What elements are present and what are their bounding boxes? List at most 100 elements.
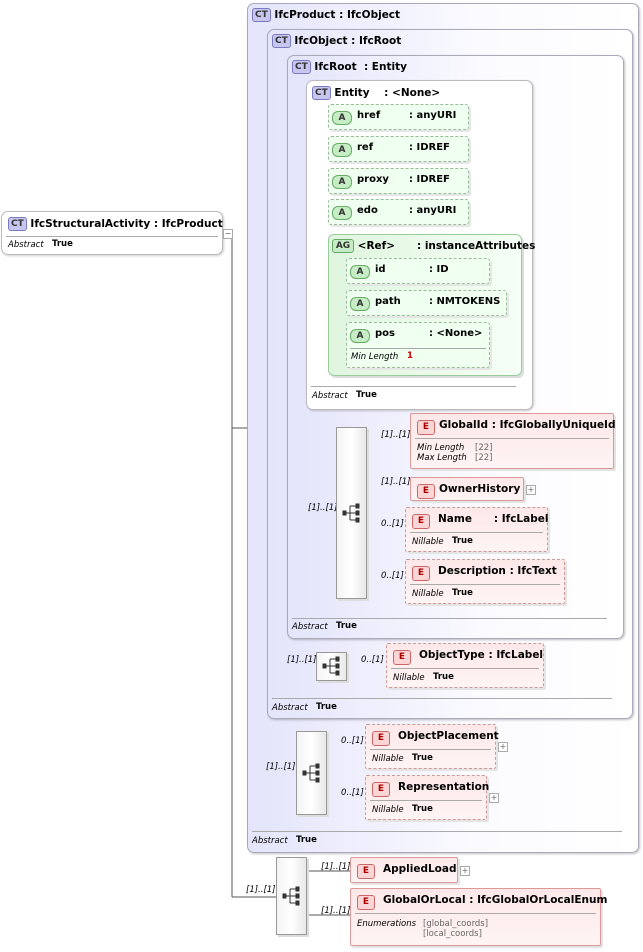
attribute-href[interactable]: A href : anyURI bbox=[328, 104, 469, 130]
nillable-value: True bbox=[433, 672, 454, 682]
attribute-type: : ID bbox=[429, 264, 449, 275]
element-icon: E bbox=[393, 650, 411, 665]
attribute-ref[interactable]: A ref : IDREF bbox=[328, 136, 469, 162]
element-description[interactable]: E Description : IfcText Nillable True bbox=[405, 559, 565, 604]
group-type: : instanceAttributes bbox=[416, 240, 536, 252]
attribute-icon: A bbox=[350, 297, 370, 311]
element-objectplacement[interactable]: E ObjectPlacement Nillable True bbox=[365, 724, 499, 769]
attribute-proxy[interactable]: A proxy : IDREF bbox=[328, 168, 469, 194]
min-length-label: Min Length bbox=[417, 443, 465, 453]
activity-sequence-compositor[interactable] bbox=[276, 857, 307, 935]
enumerations-label: Enumerations bbox=[357, 919, 417, 929]
element-appliedload[interactable]: E AppliedLoad bbox=[350, 857, 458, 883]
attribute-name: edo bbox=[357, 205, 378, 216]
class-type: : IfcProduct bbox=[153, 218, 223, 230]
expand-icon[interactable]: + bbox=[526, 485, 536, 495]
abstract-value: True bbox=[316, 702, 337, 712]
nillable-label: Nillable bbox=[372, 754, 404, 764]
root-sequence-compositor[interactable] bbox=[336, 427, 367, 599]
nillable-label: Nillable bbox=[412, 537, 444, 547]
type-base: : IfcObject bbox=[339, 9, 401, 21]
attribute-type: : IDREF bbox=[409, 142, 450, 153]
element-objecttype[interactable]: E ObjectType : IfcLabel Nillable True bbox=[386, 643, 544, 688]
element-name-text: Representation bbox=[398, 781, 490, 793]
element-cardinality: 0..[1] bbox=[381, 519, 404, 529]
sequence-cardinality: [1]..[1] bbox=[308, 503, 338, 513]
element-cardinality: [1]..[1] bbox=[381, 477, 411, 487]
collapse-toggle-icon[interactable]: − bbox=[223, 229, 233, 239]
element-representation[interactable]: E Representation Nillable True bbox=[365, 775, 490, 820]
attribute-name: ref bbox=[357, 142, 374, 153]
attribute-type: : <None> bbox=[429, 328, 483, 339]
element-icon: E bbox=[357, 864, 375, 879]
max-length-label: Max Length bbox=[417, 453, 467, 463]
complex-type-icon: CT bbox=[8, 217, 27, 231]
expand-icon[interactable]: + bbox=[489, 793, 499, 803]
sequence-icon bbox=[302, 763, 320, 783]
element-icon: E bbox=[372, 731, 390, 746]
element-ownerhistory[interactable]: E OwnerHistory bbox=[410, 477, 524, 501]
abstract-label: Abstract bbox=[8, 240, 44, 250]
abstract-label: Abstract bbox=[272, 703, 308, 713]
attribute-type: : NMTOKENS bbox=[429, 296, 501, 307]
element-type: : IfcText bbox=[509, 565, 557, 577]
element-icon: E bbox=[417, 420, 435, 435]
class-name: IfcStructuralActivity bbox=[30, 218, 151, 230]
group-name: <Ref> bbox=[357, 240, 396, 252]
type-name: IfcObject bbox=[294, 35, 348, 47]
element-globalorlocal[interactable]: E GlobalOrLocal : IfcGlobalOrLocalEnum E… bbox=[350, 888, 607, 946]
complex-type-icon: CT bbox=[312, 86, 331, 100]
attribute-name: pos bbox=[375, 328, 395, 339]
sequence-cardinality: [1]..[1] bbox=[287, 655, 317, 665]
nillable-label: Nillable bbox=[412, 589, 444, 599]
attribute-type: : anyURI bbox=[409, 205, 457, 216]
element-name[interactable]: E Name : IfcLabel Nillable True bbox=[405, 507, 548, 552]
type-base: : <None> bbox=[384, 87, 441, 99]
element-icon: E bbox=[417, 484, 435, 499]
attribute-name: href bbox=[357, 110, 381, 121]
element-icon: E bbox=[412, 514, 430, 529]
attribute-id[interactable]: A id : ID bbox=[346, 258, 490, 284]
expand-icon[interactable]: + bbox=[460, 866, 470, 876]
abstract-value: True bbox=[336, 621, 357, 631]
attribute-icon: A bbox=[350, 265, 370, 279]
nillable-value: True bbox=[412, 753, 433, 763]
element-name: GlobalId bbox=[439, 419, 489, 431]
abstract-value: True bbox=[52, 239, 73, 249]
element-name-text: Name bbox=[438, 513, 472, 525]
nillable-value: True bbox=[452, 588, 473, 598]
abstract-label: Abstract bbox=[292, 622, 328, 632]
element-icon: E bbox=[357, 895, 375, 910]
attribute-path[interactable]: A path : NMTOKENS bbox=[346, 290, 507, 316]
complex-type-icon: CT bbox=[252, 8, 271, 22]
attribute-pos[interactable]: A pos : <None> Min Length 1 bbox=[346, 322, 490, 368]
abstract-value: True bbox=[296, 835, 317, 845]
element-cardinality: 0..[1] bbox=[341, 788, 364, 798]
element-cardinality: [1]..[1] bbox=[321, 862, 351, 872]
attribute-name: id bbox=[375, 264, 386, 275]
element-icon: E bbox=[412, 566, 430, 581]
ifc-structural-activity-box[interactable]: CT IfcStructuralActivity : IfcProduct Ab… bbox=[1, 211, 223, 255]
expand-icon[interactable]: + bbox=[498, 742, 508, 752]
element-type: : IfcLabel bbox=[493, 513, 549, 525]
attribute-icon: A bbox=[332, 175, 352, 189]
element-type: : IfcLabel bbox=[488, 649, 544, 661]
abstract-value: True bbox=[356, 390, 377, 400]
abstract-label: Abstract bbox=[312, 391, 348, 401]
element-name-text: ObjectPlacement bbox=[398, 730, 499, 742]
nillable-value: True bbox=[412, 804, 433, 814]
attribute-icon: A bbox=[332, 206, 352, 220]
nillable-value: True bbox=[452, 536, 473, 546]
attribute-edo[interactable]: A edo : anyURI bbox=[328, 199, 469, 225]
sequence-icon bbox=[342, 503, 360, 523]
complex-type-icon: CT bbox=[272, 34, 291, 48]
abstract-label: Abstract bbox=[252, 836, 288, 846]
sequence-icon bbox=[322, 656, 340, 676]
element-type: : IfcGloballyUniqueId bbox=[491, 419, 616, 431]
object-sequence-compositor[interactable] bbox=[316, 652, 347, 681]
product-sequence-compositor[interactable] bbox=[296, 731, 327, 815]
element-globalid[interactable]: E GlobalId : IfcGloballyUniqueId Min Len… bbox=[410, 413, 616, 469]
enumeration-value: [global_coords] bbox=[423, 919, 489, 929]
type-name: IfcRoot bbox=[314, 61, 357, 73]
type-name: Entity bbox=[334, 87, 370, 99]
